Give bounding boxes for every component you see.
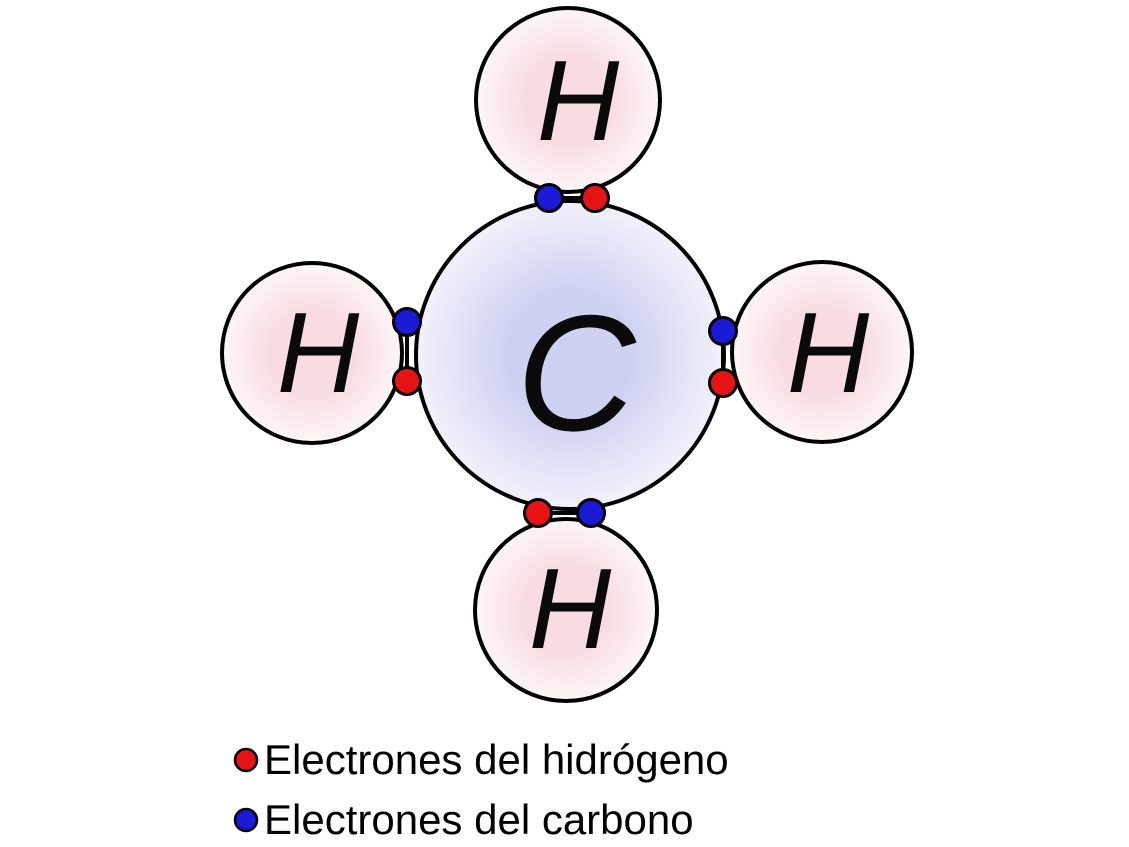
legend-carbon-label: Electrones del carbono [264, 796, 694, 843]
hydrogen-label-left: H [277, 290, 360, 417]
hydrogen-label-bottom: H [529, 546, 612, 673]
hydrogen-atom-top [474, 6, 662, 194]
legend-carbon-electron-dot [233, 807, 259, 833]
legend-hydrogen-electron-dot [233, 747, 259, 773]
hydrogen-atom-left [220, 261, 404, 445]
hydrogen-electron-dot-right [708, 368, 738, 398]
hydrogen-electron-dot-top [580, 183, 610, 213]
carbon-electron-dot-left [392, 307, 422, 337]
hydrogen-atom-right [730, 260, 914, 444]
legend-hydrogen-label: Electrones del hidrógeno [264, 736, 729, 783]
carbon-label: C [516, 281, 637, 465]
carbon-electron-dot-bottom [576, 498, 606, 528]
hydrogen-electron-dot-left [392, 366, 422, 396]
hydrogen-atom-bottom [473, 517, 659, 703]
hydrogen-label-right: H [787, 290, 870, 417]
legend: Electrones del hidrógeno Electrones del … [233, 736, 729, 843]
carbon-electron-dot-top [534, 183, 564, 213]
carbon-electron-dot-right [708, 316, 738, 346]
hydrogen-electron-dot-bottom [523, 498, 553, 528]
hydrogen-label-top: H [537, 38, 620, 165]
